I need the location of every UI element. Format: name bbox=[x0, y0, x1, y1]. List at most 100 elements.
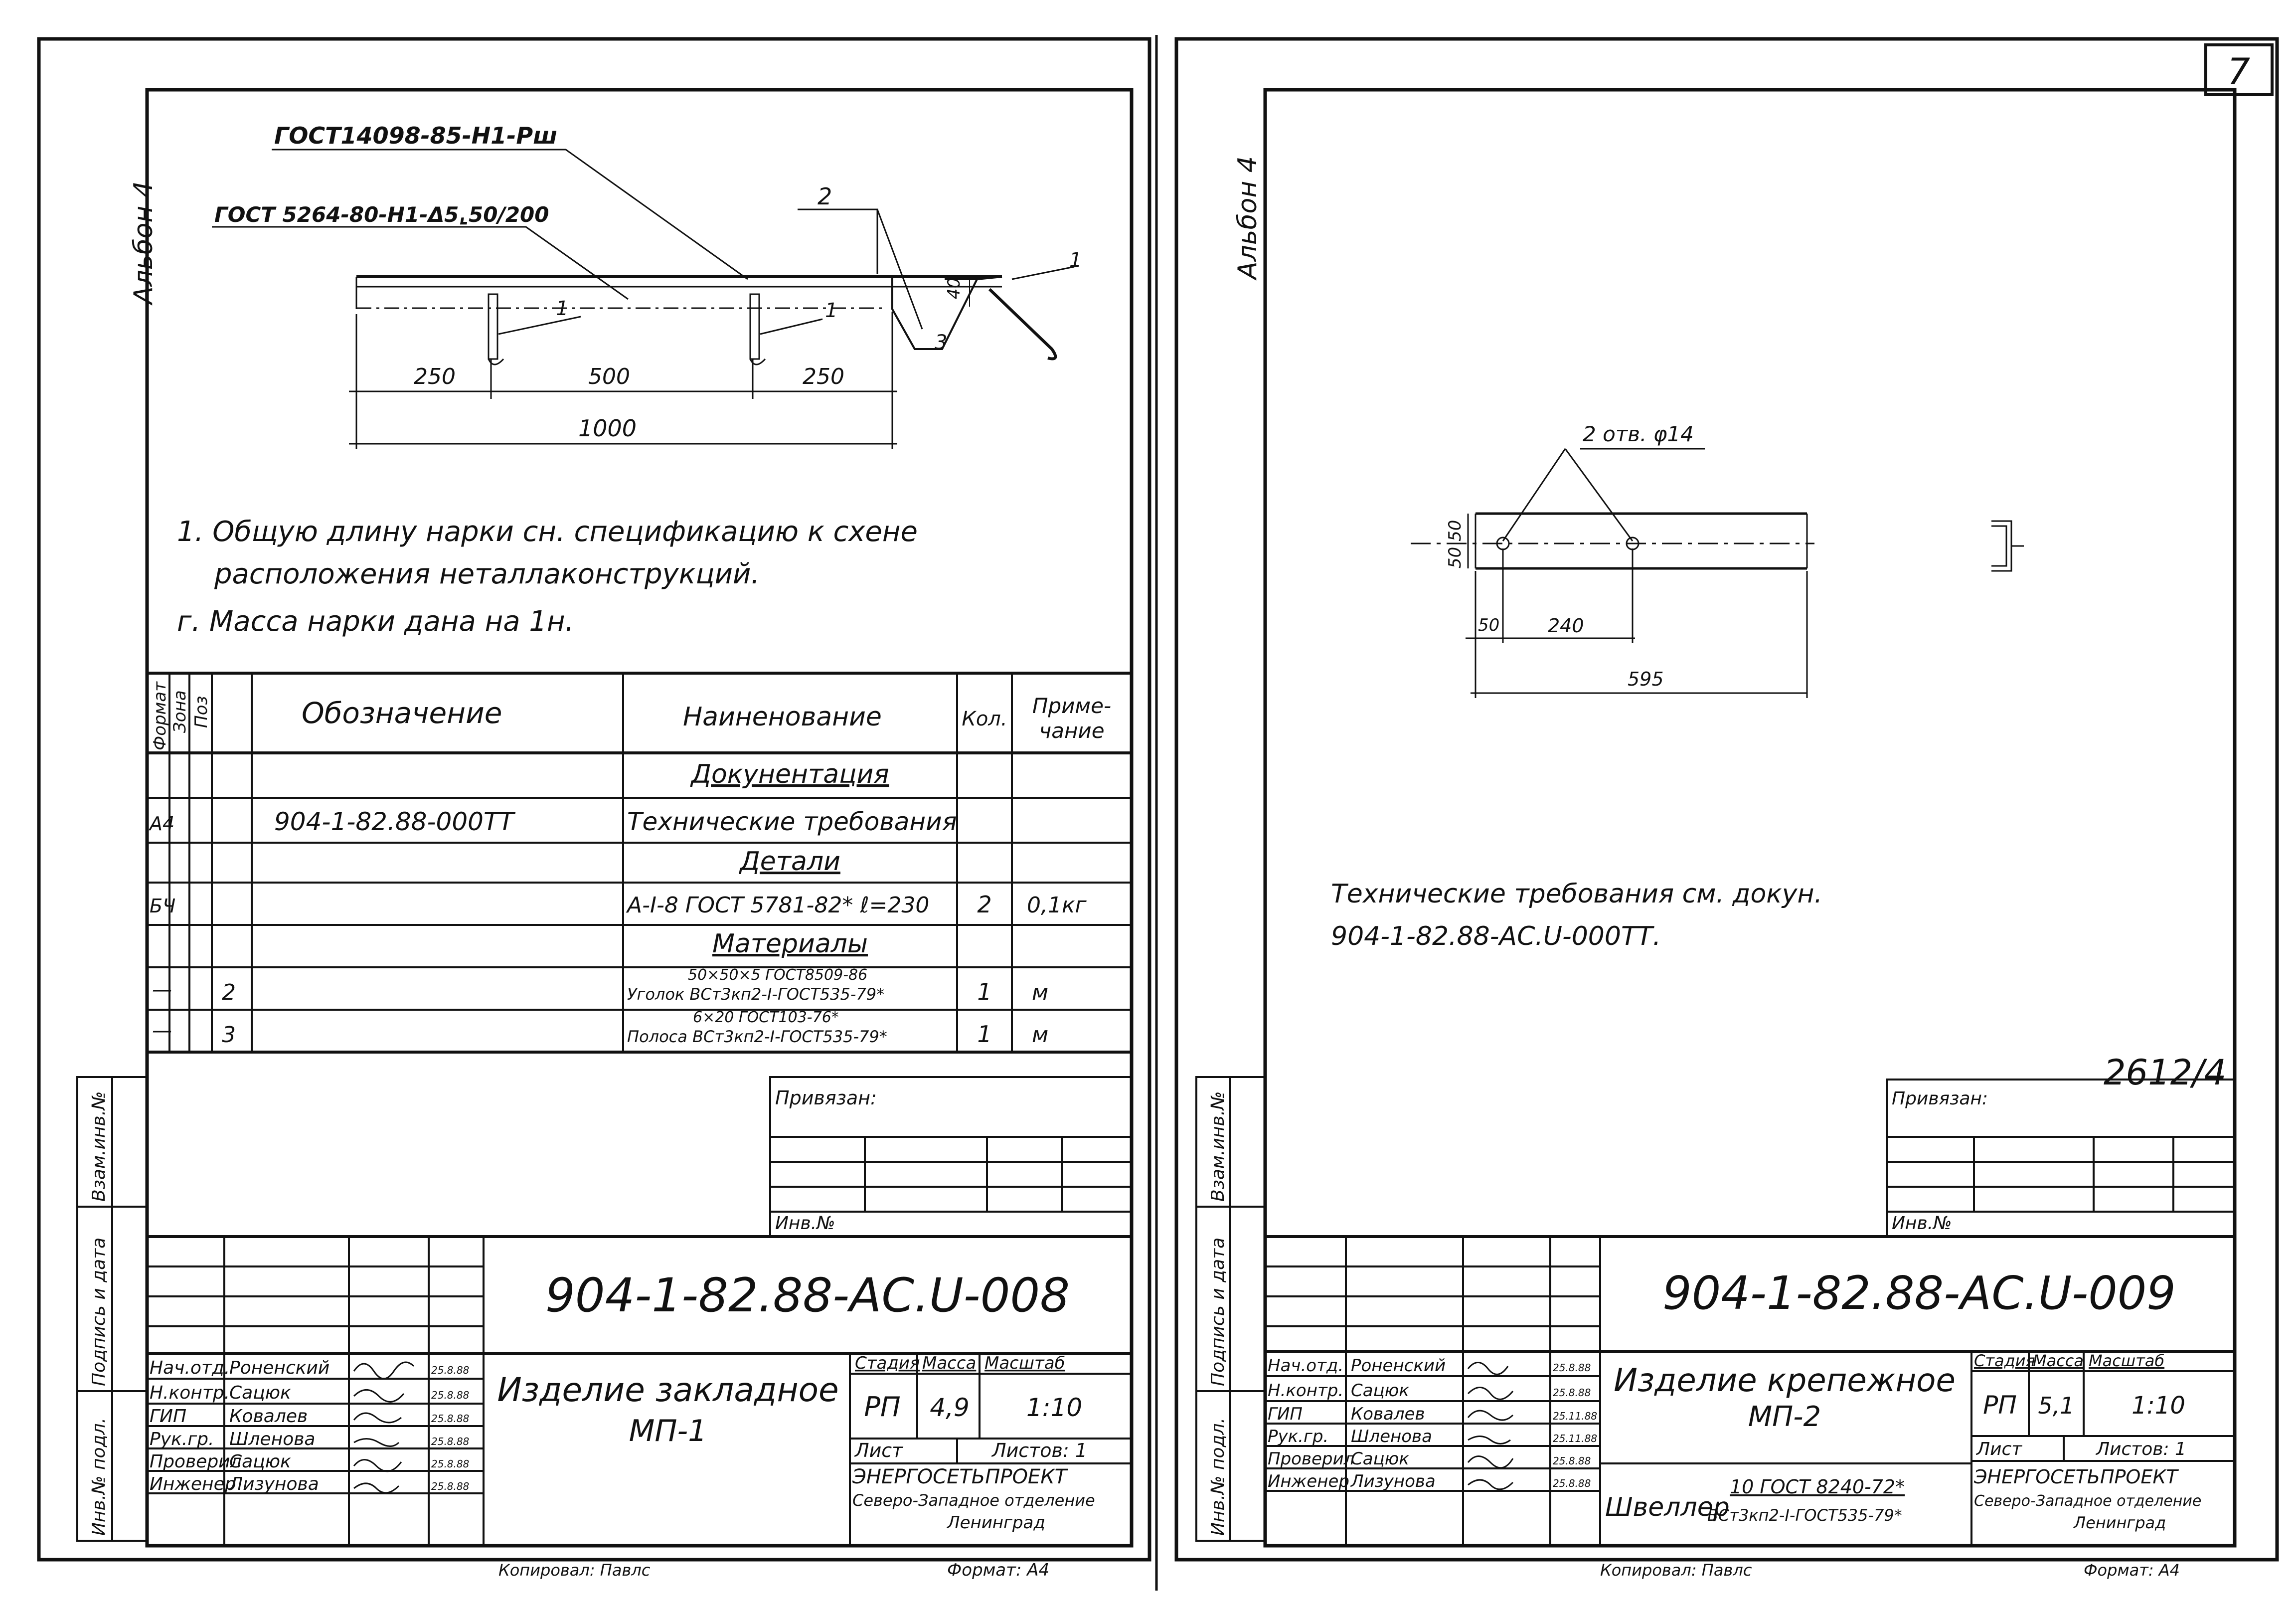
spec-header-note-1: Приме- bbox=[1032, 694, 1111, 718]
sign-date: 25.8.88 bbox=[431, 1480, 469, 1492]
org-name: ЭНЕРГОСЕТЬПРОЕКТ bbox=[1973, 1466, 2179, 1488]
dim-500: 500 bbox=[588, 364, 630, 389]
role-label: Нач.отд. bbox=[150, 1358, 230, 1378]
signer-name: Шленова bbox=[1351, 1427, 1432, 1446]
pos-label-3: 3 bbox=[935, 331, 947, 354]
sign-date: 25.8.88 bbox=[431, 1458, 469, 1470]
role-label: Нач.отд. bbox=[1268, 1356, 1343, 1376]
privyazan-label: Привязан: bbox=[1892, 1088, 1988, 1109]
pos-label-1a: 1 bbox=[556, 297, 568, 320]
leader-lines bbox=[212, 149, 1075, 335]
dim-250-right: 250 bbox=[803, 364, 844, 389]
spec-section-details: Детали bbox=[739, 847, 840, 877]
inv-no-label: Инв.№ bbox=[775, 1213, 835, 1234]
mass-value: 5,1 bbox=[2038, 1392, 2074, 1419]
beam-drawing bbox=[355, 275, 1057, 365]
stage-value: РП bbox=[864, 1391, 900, 1423]
dimension-lines-left bbox=[349, 312, 897, 449]
side-strip-right bbox=[1195, 1076, 1266, 1542]
note-line-3: г. Масса нарки дана на 1н. bbox=[177, 605, 574, 638]
sign-date: 25.8.88 bbox=[1553, 1362, 1591, 1374]
role-label: Инженер bbox=[1268, 1471, 1349, 1491]
title-block-right bbox=[1264, 1235, 2236, 1547]
dim-1000: 1000 bbox=[578, 415, 637, 442]
org-division: Северо-Западное отделение bbox=[1974, 1492, 2201, 1510]
spec-section-docs: Докунентация bbox=[690, 759, 889, 789]
inv-no-label: Инв.№ bbox=[1892, 1213, 1952, 1234]
spec-row-qty: 1 bbox=[977, 1021, 991, 1048]
material-bottom: ВСт3кп2-I-ГОСТ535-79* bbox=[1707, 1506, 1902, 1525]
side-label-replace: Взам.инв.№ bbox=[1208, 1091, 1228, 1202]
scale-label: Масштаб bbox=[2089, 1351, 2164, 1370]
doc-code-left: 904-1-82.88-АС.U-008 bbox=[545, 1268, 1070, 1323]
dim-240: 240 bbox=[1548, 615, 1584, 637]
signer-name: Лизунова bbox=[228, 1474, 319, 1494]
scale-value: 1:10 bbox=[2132, 1392, 2185, 1420]
spec-row-format: БЧ bbox=[150, 895, 175, 917]
side-label-replace: Взам.инв.№ bbox=[89, 1091, 109, 1202]
side-label-sign: Подпись и дата bbox=[89, 1238, 109, 1386]
signer-name: Сацюк bbox=[1351, 1381, 1409, 1401]
org-city: Ленинград bbox=[946, 1513, 1045, 1533]
signer-name: Сацюк bbox=[1351, 1449, 1409, 1469]
scale-value: 1:10 bbox=[1026, 1393, 1082, 1422]
sheets-label: Листов: 1 bbox=[991, 1440, 1087, 1461]
spec-row-pos: 2 bbox=[222, 980, 236, 1005]
signer-name: Сацюк bbox=[229, 1451, 291, 1472]
scale-label: Масштаб bbox=[984, 1353, 1065, 1373]
spec-row-note: м bbox=[1032, 1022, 1048, 1048]
copied-label: Копировал: Павлс bbox=[498, 1561, 651, 1580]
format-label: Формат: А4 bbox=[947, 1560, 1049, 1580]
spec-row-name-top: 50×50×5 ГОСТ8509-86 bbox=[688, 966, 867, 984]
role-label: ГИП bbox=[1268, 1404, 1303, 1424]
stage-label: Стадия bbox=[855, 1353, 920, 1373]
signer-name: Ковалев bbox=[229, 1406, 308, 1427]
spec-row-qty: 2 bbox=[977, 891, 991, 918]
stage-value: РП bbox=[1983, 1391, 2017, 1420]
tech-req-line-1: Технические требования см. докун. bbox=[1331, 879, 1822, 909]
holes-label: 2 отв. φ14 bbox=[1583, 422, 1694, 446]
sign-date: 25.8.88 bbox=[1553, 1477, 1591, 1489]
dim-250-left: 250 bbox=[414, 364, 456, 389]
spec-header-note-2: чание bbox=[1039, 719, 1104, 743]
pos-label-1b: 1 bbox=[825, 299, 837, 322]
tech-req-line-2: 904-1-82.88-АС.U-000ТТ. bbox=[1331, 921, 1661, 951]
mass-label: Масса bbox=[922, 1353, 976, 1373]
stamp-ref: 2612/4 bbox=[2104, 1052, 2226, 1093]
doc-code-right: 904-1-82.88-АС.U-009 bbox=[1662, 1266, 2176, 1320]
role-label: ГИП bbox=[150, 1406, 186, 1427]
signer-name: Роненский bbox=[229, 1358, 329, 1378]
spec-header-qty: Кол. bbox=[962, 708, 1007, 730]
sign-date: 25.8.88 bbox=[431, 1436, 469, 1447]
org-division: Северо-Западное отделение bbox=[852, 1491, 1095, 1510]
spec-row-qty: 1 bbox=[977, 978, 991, 1005]
signer-name: Сацюк bbox=[229, 1383, 291, 1403]
spec-row-note: 0,1кг bbox=[1027, 893, 1087, 918]
signature-scribbles-right bbox=[1467, 1362, 1514, 1490]
sign-date: 25.8.88 bbox=[431, 1389, 469, 1401]
signature-rows-left: Нач.отд. Роненский 25.8.88 Н.контр. Сацю… bbox=[150, 1358, 469, 1494]
role-label: Инженер bbox=[150, 1474, 236, 1494]
spec-section-materials: Материалы bbox=[712, 929, 868, 959]
leader-gost-rsh: ГОСТ14098-85-Н1-Рш bbox=[274, 122, 557, 149]
sign-date: 25.11.88 bbox=[1553, 1433, 1597, 1444]
sign-date: 25.8.88 bbox=[431, 1413, 469, 1425]
mass-value: 4,9 bbox=[930, 1393, 970, 1422]
dim-40: 40 bbox=[944, 278, 964, 299]
sign-date: 25.8.88 bbox=[431, 1364, 469, 1376]
item-subtitle-left: МП-1 bbox=[629, 1414, 707, 1448]
pos-label-1c: 1 bbox=[1069, 249, 1082, 272]
note-line-2: расположения неталлаконструкций. bbox=[214, 558, 760, 590]
spec-row-name: Технические требования bbox=[627, 807, 957, 836]
spec-row-format: А4 bbox=[148, 813, 174, 835]
side-label-inv: Инв.№ подл. bbox=[89, 1418, 109, 1536]
spec-row-name: Уголок ВСт3кп2-I-ГОСТ535-79* bbox=[627, 985, 884, 1004]
spec-header-zone: Зона bbox=[170, 690, 190, 733]
spec-row-pos: 3 bbox=[222, 1022, 236, 1048]
copied-label: Копировал: Павлс bbox=[1600, 1561, 1752, 1580]
page-number: 7 bbox=[2227, 50, 2250, 92]
spec-header-pos: Поз bbox=[191, 696, 211, 728]
role-label: Н.контр. bbox=[1268, 1381, 1343, 1401]
sign-date: 25.8.88 bbox=[1553, 1455, 1591, 1467]
